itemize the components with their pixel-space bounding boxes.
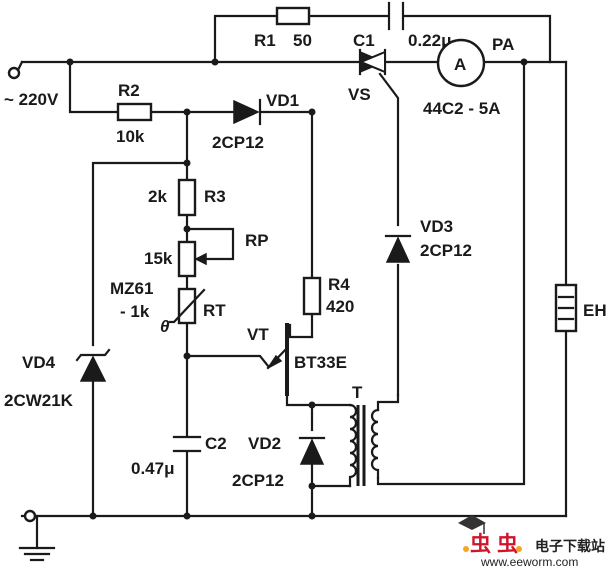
supply-terminal-top: [7, 66, 21, 80]
rt-value: - 1k: [120, 302, 150, 321]
r3-resistor: [177, 178, 197, 217]
vd4-model: 2CW21K: [4, 391, 74, 410]
c1-capacitor: [387, 1, 405, 31]
r2-value: 10k: [116, 127, 145, 146]
vt-ref: VT: [247, 325, 269, 344]
vd1-diode: [233, 98, 262, 126]
c2-capacitor: [172, 435, 202, 453]
eh-heater: [554, 283, 578, 333]
supply-terminal-bottom: [23, 509, 37, 523]
r4-value: 420: [326, 297, 354, 316]
rt-model: MZ61: [110, 279, 153, 298]
c1-ref: C1: [353, 31, 375, 50]
vt-unijunction-transistor: [266, 323, 289, 396]
rt-thermistor: [168, 287, 206, 325]
svg-text:虫: 虫: [497, 533, 518, 556]
c2-ref: C2: [205, 434, 227, 453]
pa-model: 44C2 - 5A: [423, 99, 500, 118]
rt-ref: RT: [203, 301, 226, 320]
r4-resistor: [302, 276, 322, 316]
r1-ref: R1: [254, 31, 276, 50]
vs-ref: VS: [348, 85, 371, 104]
r4-ref: R4: [328, 275, 350, 294]
vd4-zener-diode: [75, 348, 111, 382]
svg-text:虫: 虫: [470, 533, 491, 556]
vd1-ref: VD1: [266, 91, 299, 110]
vd4-ref: VD4: [22, 353, 56, 372]
watermark-logo: 虫 虫: [458, 515, 522, 556]
vd3-diode: [384, 234, 412, 263]
rp-potentiometer: [177, 240, 207, 278]
t-ref: T: [352, 383, 363, 402]
vd1-model: 2CP12: [212, 133, 264, 152]
pa-symbol: A: [454, 55, 466, 74]
pa-ref: PA: [492, 35, 514, 54]
vd3-ref: VD3: [420, 217, 453, 236]
rt-theta: θ: [160, 317, 170, 336]
r3-ref: R3: [204, 187, 226, 206]
c1-value: 0.22μ: [408, 31, 452, 50]
junction-dots: [66, 58, 528, 520]
vd3-model: 2CP12: [420, 241, 472, 260]
r1-resistor: [275, 6, 311, 26]
vd2-ref: VD2: [248, 434, 281, 453]
rp-ref: RP: [245, 231, 269, 250]
r3-value: 2k: [148, 187, 167, 206]
rp-value: 15k: [144, 249, 173, 268]
vd2-diode: [298, 436, 326, 465]
eh-ref: EH: [583, 301, 607, 320]
watermark-url: www.eeworm.com: [480, 555, 578, 569]
wires: [20, 14, 568, 550]
t-pulse-transformer: [348, 403, 380, 488]
watermark-brand: 电子下载站: [535, 538, 605, 555]
vd2-model: 2CP12: [232, 471, 284, 490]
ground-symbol: [18, 546, 56, 562]
r1-value: 50: [293, 31, 312, 50]
vt-model: BT33E: [294, 353, 347, 372]
r2-resistor: [116, 102, 153, 122]
supply-label: ~ 220V: [4, 90, 59, 109]
c2-value: 0.47μ: [131, 459, 175, 478]
r2-ref: R2: [118, 81, 140, 100]
pa-ammeter: [436, 38, 486, 88]
vs-triac: [358, 48, 387, 76]
